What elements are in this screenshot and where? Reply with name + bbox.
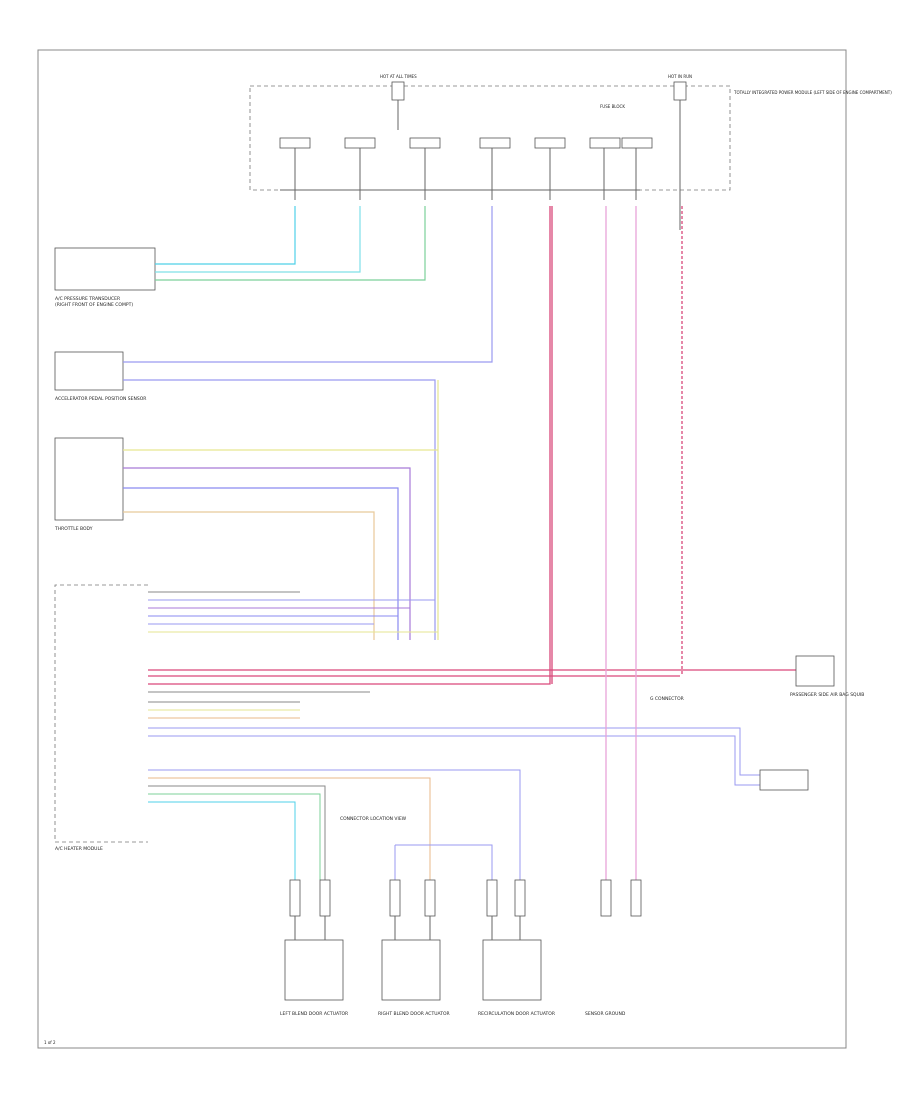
fuse-group — [279, 81, 687, 230]
page-mark: 1 of 2 — [44, 1040, 56, 1045]
right-blend-actuator-box — [381, 939, 441, 1001]
passenger-label: PASSENGER SIDE AIR BAG SQUIB — [790, 692, 864, 698]
module-taps — [280, 148, 640, 200]
wire-cyan-1 — [155, 206, 296, 265]
page-frame — [37, 49, 847, 1049]
left-blend-label: LEFT BLEND DOOR ACTUATOR — [280, 1011, 348, 1017]
hot-in-run-label: HOT IN RUN — [668, 74, 692, 79]
actuator-wires — [148, 769, 521, 880]
wire-green-1 — [155, 206, 426, 281]
power-module-outline — [249, 85, 731, 191]
hot-at-all-times-label: HOT AT ALL TIMES — [380, 74, 417, 79]
recirc-actuator-box — [482, 939, 542, 1001]
wire-blue-2 — [123, 379, 436, 640]
ac-pressure-sub-label: (RIGHT FRONT OF ENGINE COMPT) — [55, 302, 133, 308]
hvac-module-outline — [54, 584, 148, 843]
wire-violet-2 — [123, 487, 399, 640]
right-blend-label: RIGHT BLEND DOOR ACTUATOR — [378, 1011, 450, 1017]
hvac-pin-wires — [148, 206, 800, 786]
connector-note-label: CONNECTOR LOCATION VIEW — [340, 816, 407, 822]
sensor-ground-label: SENSOR GROUND — [585, 1011, 626, 1017]
right-connector-stub — [759, 769, 809, 791]
throttle-body-box — [54, 437, 124, 521]
ac-pressure-transducer-box — [54, 247, 156, 291]
fuse-block-label: FUSE BLOCK — [600, 104, 625, 109]
hvac-module-label: A/C HEATER MODULE — [55, 846, 103, 852]
wire-orange-1 — [123, 511, 375, 640]
tipm-label: TOTALLY INTEGRATED POWER MODULE (LEFT SI… — [733, 90, 892, 95]
wire-violet-1 — [123, 467, 411, 640]
ac-pressure-label: A/C PRESSURE TRANSDUCER — [55, 296, 120, 302]
recirc-label: RECIRCULATION DOOR ACTUATOR — [478, 1011, 555, 1017]
ground-right-label: G CONNECTOR — [650, 696, 684, 702]
throttle-label: THROTTLE BODY — [54, 526, 93, 532]
accelerator-label: ACCELERATOR PEDAL POSITION SENSOR — [55, 396, 146, 402]
wire-cyan-2 — [155, 206, 361, 273]
accelerator-box — [54, 351, 124, 391]
left-blend-actuator-box — [284, 939, 344, 1001]
passenger-connector-box — [795, 655, 835, 687]
pigtails — [289, 879, 642, 940]
wire-blue-1 — [123, 206, 493, 363]
